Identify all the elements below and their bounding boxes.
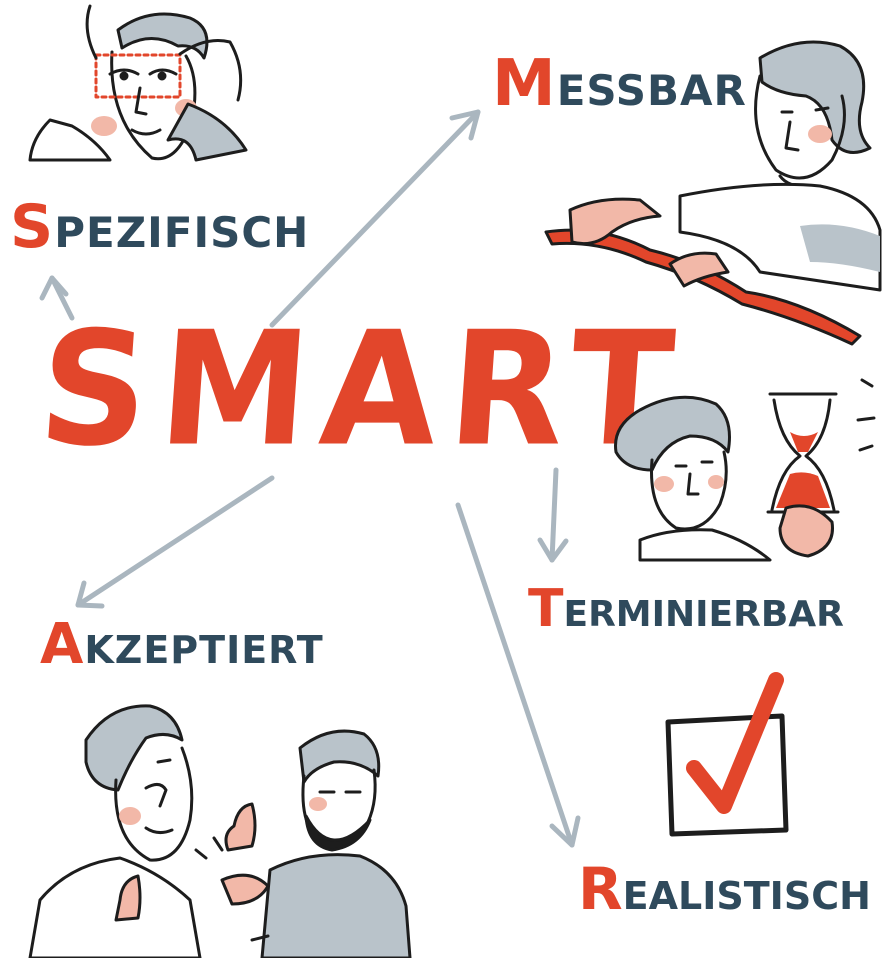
checkbox-checkmark-illustration xyxy=(665,672,789,837)
initial-r: R xyxy=(578,855,623,923)
label-akzeptiert-rest: KZEPTIERT xyxy=(84,628,324,672)
initial-t: T xyxy=(528,579,564,639)
two-people-thumbs-up-illustration xyxy=(28,704,412,958)
arrow-to-realistisch xyxy=(455,502,575,848)
person-framing-eyes-illustration xyxy=(28,4,248,162)
label-terminierbar: TERMINIERBAR xyxy=(528,583,844,635)
label-messbar: MESSBAR xyxy=(492,52,747,116)
label-realistisch-rest: EALISTISCH xyxy=(622,874,871,918)
initial-a: A xyxy=(40,612,85,677)
label-realistisch: REALISTISCH xyxy=(578,860,871,918)
label-akzeptiert: AKZEPTIERT xyxy=(40,617,324,673)
checkbox-frame xyxy=(665,713,789,837)
label-spezifisch: SPEZIFISCH xyxy=(10,197,309,257)
person-holding-tape-measure-illustration xyxy=(544,40,882,346)
arrow-to-akzeptiert-head xyxy=(75,580,105,609)
checkmark xyxy=(686,672,784,814)
initial-m: M xyxy=(492,47,557,121)
person-with-hourglass-illustration xyxy=(614,378,876,562)
arrow-to-akzeptiert xyxy=(75,475,275,608)
label-messbar-rest: ESSBAR xyxy=(556,66,747,115)
arrow-to-terminierbar-head xyxy=(537,537,569,563)
arrow-to-realistisch-head xyxy=(549,815,581,848)
label-spezifisch-rest: PEZIFISCH xyxy=(54,208,310,257)
arrow-to-messbar-head xyxy=(449,109,481,141)
arrow-to-messbar xyxy=(269,109,481,328)
arrow-to-spezifisch-head xyxy=(39,275,69,301)
label-terminierbar-rest: ERMINIERBAR xyxy=(563,594,844,635)
arrow-to-terminierbar xyxy=(549,467,559,563)
initial-s: S xyxy=(10,192,55,262)
